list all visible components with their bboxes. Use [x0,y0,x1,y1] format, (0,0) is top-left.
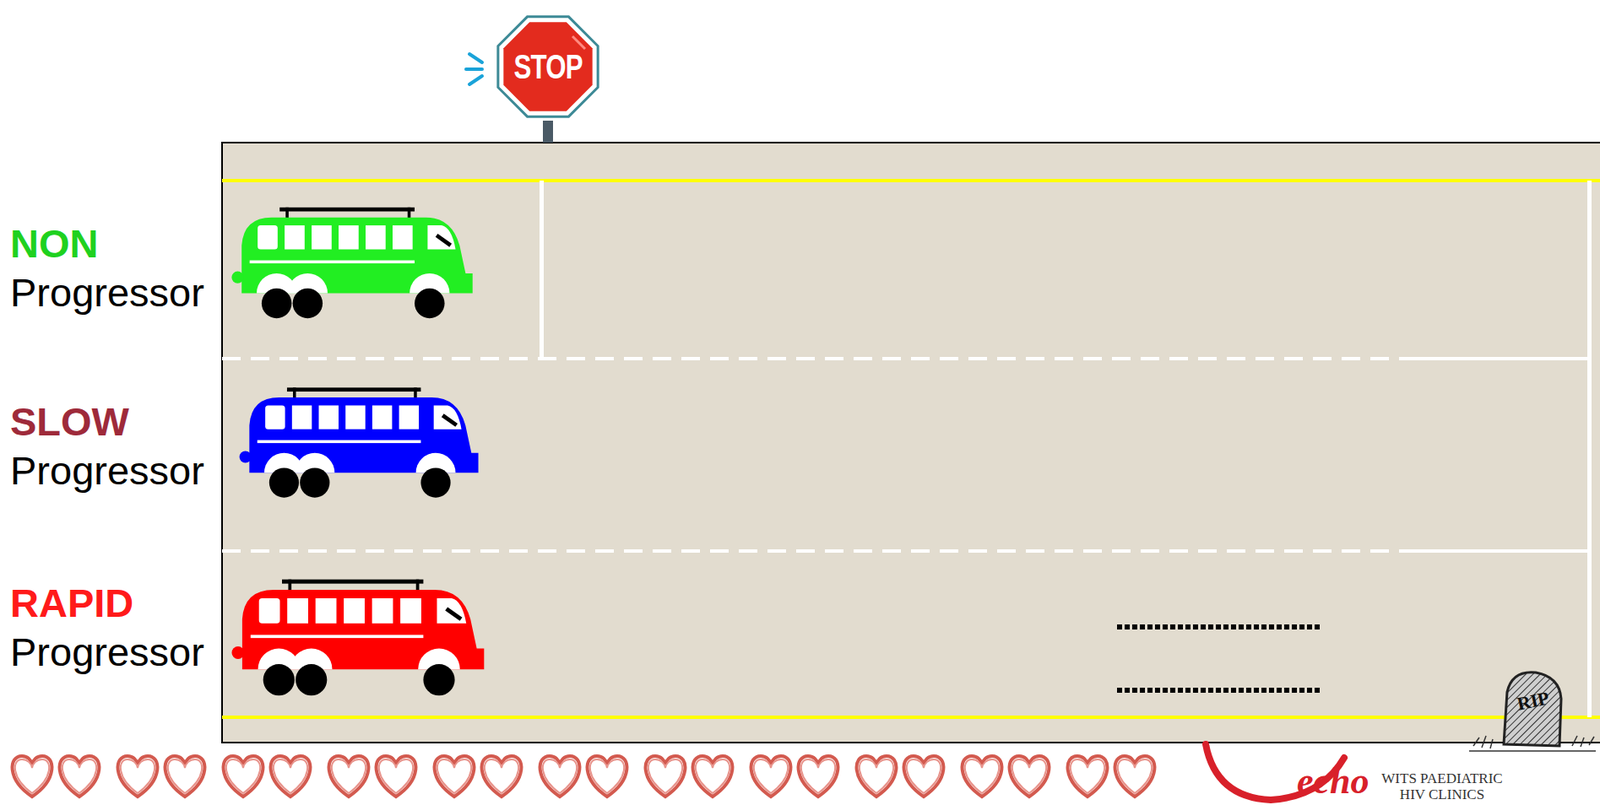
category-label: NON [10,223,98,264]
skid-mark [1117,624,1322,630]
red-bus [231,580,484,697]
lane-divider [1408,549,1590,554]
stop-sign: STOP [492,10,604,123]
heart-pair [1068,756,1156,798]
road-edge-line [222,715,1600,720]
heart-pair [540,756,628,798]
lane-divider [222,357,1409,361]
category-label: RAPID [10,583,134,624]
logo-text: echo [1296,763,1370,801]
lane-divider [1408,357,1590,361]
stop-line [539,180,544,359]
finish-line [1587,180,1592,718]
heart-pair [223,756,311,798]
heart-pair [12,756,100,798]
heart-pair [962,756,1050,798]
heart-pair [434,756,522,798]
lane-divider [222,549,1409,554]
tombstone-shape [1503,672,1562,747]
sign-text: STOP [513,49,582,84]
category-label: Progressor [10,272,205,313]
road-surface [222,142,1600,744]
clinic-name: WITS PAEDIATRIC HIV CLINICS [1374,770,1510,803]
heart-pair [329,756,417,798]
heart-pair [856,756,944,798]
green-bus [231,207,472,319]
sign-rim [498,16,598,117]
category-label: Progressor [10,450,205,491]
sign-pole [542,120,554,143]
sign-shine [572,36,586,49]
tombstone: RIP [1495,668,1572,750]
sign-motion-marks [466,54,483,85]
sign-face [503,21,592,111]
hearts-border [12,756,1156,798]
road-edge-line [222,178,1600,183]
category-label: Progressor [10,632,205,673]
heart-pair [751,756,839,798]
skid-mark [1117,688,1322,694]
heart-pair [118,756,206,798]
heart-pair [645,756,733,798]
blue-bus [239,387,479,498]
category-label: SLOW [10,401,130,442]
